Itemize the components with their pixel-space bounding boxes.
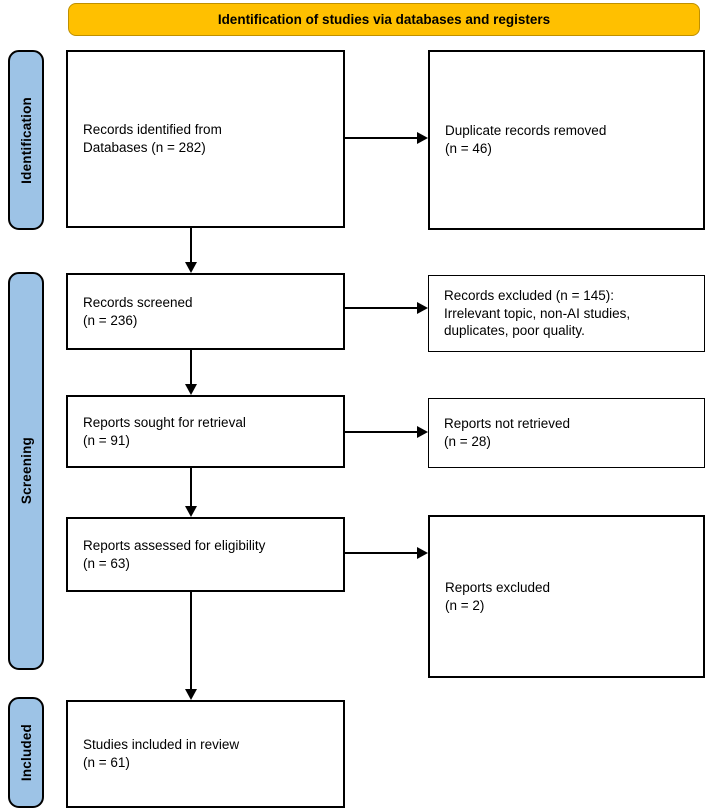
arrowhead-right-icon [417,132,428,144]
records-screened-text: Records screened (n = 236) [83,294,193,328]
studies-included-text: Studies included in review (n = 61) [83,737,240,770]
duplicates-removed-text: Duplicate records removed (n = 46) [445,123,607,156]
records-identified-text: Records identified from Databases (n = 2… [83,122,222,155]
reports-assessed-box: Reports assessed for eligibility (n = 63… [66,517,345,592]
banner: Identification of studies via databases … [68,3,700,36]
arrowhead-down-icon [185,689,197,700]
arrow-line [190,468,192,507]
stage-identification-label: Identification [18,96,34,184]
arrowhead-down-icon [185,262,197,273]
stage-screening-label: Screening [18,437,34,505]
duplicates-removed-box: Duplicate records removed (n = 46) [428,50,705,230]
studies-included-box: Studies included in review (n = 61) [66,700,345,808]
stage-screening: Screening [8,272,44,670]
arrowhead-down-icon [185,384,197,395]
arrow-line [345,552,418,554]
arrow-line [345,431,418,433]
stage-identification: Identification [8,50,44,230]
records-identified-box: Records identified from Databases (n = 2… [66,50,345,228]
records-excluded-text: Records excluded (n = 145): Irrelevant t… [444,287,631,339]
arrowhead-right-icon [417,426,428,438]
stage-included-label: Included [18,723,34,782]
reports-excluded-box: Reports excluded (n = 2) [428,515,705,678]
reports-not-retrieved-text: Reports not retrieved (n = 28) [444,416,571,449]
records-excluded-box: Records excluded (n = 145): Irrelevant t… [428,275,705,352]
arrowhead-right-icon [417,547,428,559]
records-screened-box: Records screened (n = 236) [66,273,345,350]
arrow-line [190,592,192,690]
banner-label: Identification of studies via databases … [217,12,551,27]
arrow-line [190,228,192,263]
arrow-line [345,307,418,309]
reports-excluded-text: Reports excluded (n = 2) [445,579,551,613]
arrowhead-right-icon [417,302,428,314]
arrow-line [190,350,192,385]
reports-sought-box: Reports sought for retrieval (n = 91) [66,395,345,468]
arrow-line [345,137,418,139]
reports-assessed-text: Reports assessed for eligibility (n = 63… [83,537,266,571]
reports-not-retrieved-box: Reports not retrieved (n = 28) [428,398,705,468]
arrowhead-down-icon [185,506,197,517]
stage-included: Included [8,697,44,808]
reports-sought-text: Reports sought for retrieval (n = 91) [83,414,246,448]
